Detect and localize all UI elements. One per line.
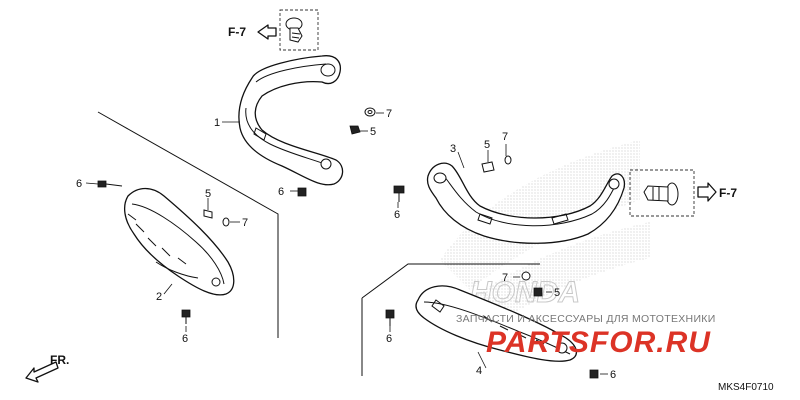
front-direction-label: FR. bbox=[50, 353, 69, 367]
ref-label-right: F-7 bbox=[719, 186, 737, 200]
reference-f7-right: F-7 bbox=[697, 182, 737, 202]
bolt-6-bracket bbox=[297, 187, 307, 197]
part-3-bracket bbox=[426, 162, 626, 244]
front-direction-indicator: FR. bbox=[25, 353, 69, 383]
reference-f7-top: F-7 bbox=[228, 24, 277, 40]
assembly-boundary-left bbox=[97, 111, 279, 338]
part-2-left-guard bbox=[123, 187, 235, 296]
arrow-front-icon bbox=[25, 361, 59, 383]
bolt-6-left-bottom bbox=[181, 309, 191, 324]
arrow-right-icon bbox=[697, 182, 717, 202]
callouts: 1 2 3 4 5 5 5 5 6 6 6 6 6 6 7 7 7 7 bbox=[76, 108, 616, 381]
callout-part-3: 3 bbox=[450, 143, 456, 155]
collar-5-center bbox=[481, 161, 495, 173]
callout-part-2: 2 bbox=[156, 291, 162, 303]
grommet-top bbox=[285, 17, 303, 43]
callout-bolt-right-guard-top: 6 bbox=[386, 333, 392, 345]
callout-collar-lower: 5 bbox=[554, 287, 560, 299]
callout-washer-left: 7 bbox=[242, 217, 248, 229]
bolt-6-center bbox=[393, 185, 405, 202]
dashed-box-right bbox=[629, 169, 695, 217]
callout-washer-upper: 7 bbox=[386, 108, 392, 120]
callout-part-4: 4 bbox=[476, 365, 482, 377]
collar-5-upper bbox=[349, 125, 361, 135]
dashed-box-top bbox=[279, 9, 319, 51]
bolt-6-right-guard-bottom bbox=[589, 369, 599, 379]
callout-bolt-left-bottom: 6 bbox=[182, 333, 188, 345]
callout-collar-upper: 5 bbox=[370, 126, 376, 138]
bolt-6-right-guard-top bbox=[385, 309, 395, 326]
part-1-bracket bbox=[238, 55, 344, 186]
callout-bolt-center: 6 bbox=[394, 209, 400, 221]
washer-7-lower bbox=[521, 271, 531, 281]
bolt-6-left-top bbox=[97, 180, 123, 188]
diagram-code: MKS4F0710 bbox=[718, 382, 774, 393]
watermark-wing-graphic bbox=[440, 140, 650, 322]
ref-label-top: F-7 bbox=[228, 25, 246, 39]
callout-washer-lower: 7 bbox=[502, 272, 508, 284]
assembly-boundary-right bbox=[361, 263, 540, 376]
arrow-left-icon bbox=[257, 24, 277, 40]
leader-lines bbox=[85, 112, 608, 375]
callout-bolt-bracket: 6 bbox=[278, 186, 284, 198]
washer-7-center bbox=[504, 155, 512, 165]
callout-bolt-right-guard-bottom: 6 bbox=[610, 369, 616, 381]
collar-5-left bbox=[203, 209, 213, 219]
callout-part-1: 1 bbox=[214, 117, 220, 129]
collar-5-lower bbox=[533, 287, 543, 297]
washer-7-left bbox=[222, 217, 230, 227]
grommet-right bbox=[643, 182, 679, 206]
watermark-tagline: ЗАПЧАСТИ И АКСЕССУАРЫ ДЛЯ МОТОТЕХНИКИ bbox=[456, 313, 716, 325]
callout-collar-center: 5 bbox=[484, 139, 490, 151]
watermark-logo: PARTSFOR.RU bbox=[486, 326, 711, 359]
washer-7-upper bbox=[364, 107, 376, 117]
callout-collar-left: 5 bbox=[205, 188, 211, 200]
callout-washer-center: 7 bbox=[502, 131, 508, 143]
callout-bolt-left-top: 6 bbox=[76, 178, 82, 190]
part-4-right-guard bbox=[415, 285, 577, 362]
